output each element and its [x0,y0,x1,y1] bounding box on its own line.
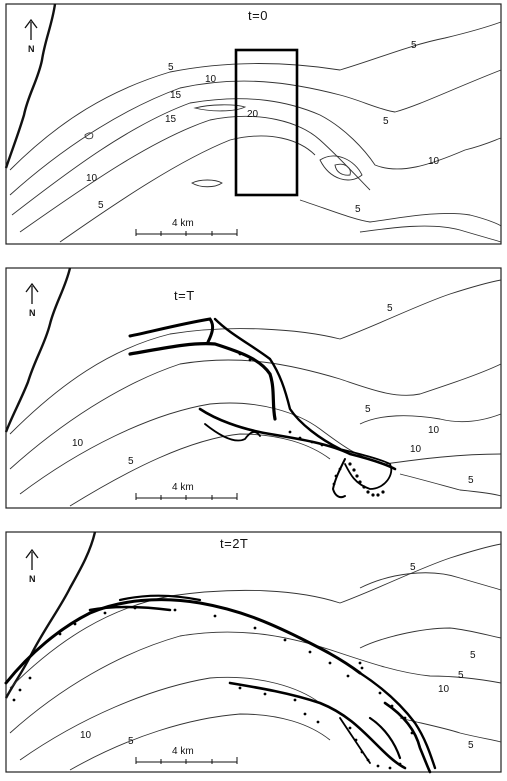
contour-label: 5 [98,200,104,211]
contour-label: 5 [470,650,476,661]
map-t0: N 5 10 15 20 15 10 5 5 10 5 5 [4,3,502,245]
contour-label: 10 [428,425,440,436]
map-tT: N 5 10 5 5 10 10 5 [4,267,502,509]
panel-t2T: N 5 5 10 5 10 5 5 [0,528,507,778]
depth-contours [9,21,502,243]
scale-bar [135,229,238,236]
contour-label: 5 [383,116,389,127]
scale-bar [135,757,238,764]
panel-title: t=0 [248,8,268,23]
tracer-particles [12,606,414,770]
panel-tT: N 5 10 5 5 10 10 5 [0,264,507,514]
contour-label: 10 [72,438,84,449]
north-arrow-icon [24,18,38,40]
contour-label: 20 [247,109,259,120]
frame [5,3,502,245]
north-label: N [29,574,36,584]
contour-label: 5 [128,456,134,467]
contour-label: 5 [410,562,416,573]
scale-label: 4 km [172,218,194,229]
contour-label: 5 [468,740,474,751]
north-arrow-icon [25,282,39,304]
contour-label: 5 [128,736,134,747]
contour-label: 10 [205,74,217,85]
contour-label: 5 [468,475,474,486]
release-box [234,48,299,197]
north-label: N [28,44,35,54]
scale-label: 4 km [172,746,194,757]
contour-label: 10 [438,684,450,695]
contour-label: 5 [168,62,174,73]
contour-label: 5 [458,670,464,681]
panel-title: t=T [174,288,195,303]
contour-label: 15 [170,90,182,101]
frame [5,267,502,509]
tracer-particles [238,352,385,497]
contour-label: 10 [410,444,422,455]
scale-label: 4 km [172,482,194,493]
panel-t0: N 5 10 15 20 15 10 5 5 10 5 5 [0,0,507,250]
north-label: N [29,308,36,318]
contour-label: 5 [387,303,393,314]
north-arrow-icon [25,548,39,570]
contour-label: 10 [80,730,92,741]
contour-label: 10 [428,156,440,167]
tracer-streaks [128,317,397,499]
depth-contours [9,543,502,771]
frame [5,531,502,773]
contour-label: 15 [165,114,177,125]
contour-label: 10 [86,173,98,184]
map-t2T: N 5 5 10 5 10 5 5 [4,531,502,774]
contour-label: 5 [411,40,417,51]
contour-label: 5 [365,404,371,415]
scale-bar [135,493,238,500]
coastline [4,267,72,433]
coastline [4,531,97,699]
contour-label: 5 [355,204,361,215]
depth-contours [9,279,502,507]
tracer-streaks [4,594,437,774]
coastline [4,3,57,169]
panel-title: t=2T [220,536,249,551]
